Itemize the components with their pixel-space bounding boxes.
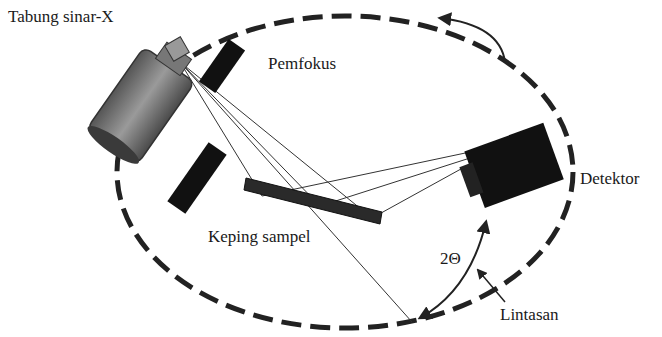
part-label: Pemfokus <box>268 55 336 72</box>
x-ray-tube <box>83 33 204 169</box>
x-ray-beams <box>180 62 470 322</box>
goniometer-circle <box>117 16 573 328</box>
rotation-arrow <box>440 18 505 62</box>
part-label: Lintasan <box>500 306 559 323</box>
part-label: Detektor <box>580 170 639 187</box>
leader-line <box>478 270 505 302</box>
focusing-slit <box>167 142 226 214</box>
tube-window <box>165 37 190 62</box>
angle-arrow <box>420 222 486 318</box>
part-label: Tabung sinar-X <box>8 8 114 25</box>
focusing-slit <box>199 39 245 93</box>
sample-plate <box>244 178 382 224</box>
part-label: Keping sampel <box>208 228 310 245</box>
angle-label: 2Θ <box>440 250 461 267</box>
detector <box>455 123 564 212</box>
